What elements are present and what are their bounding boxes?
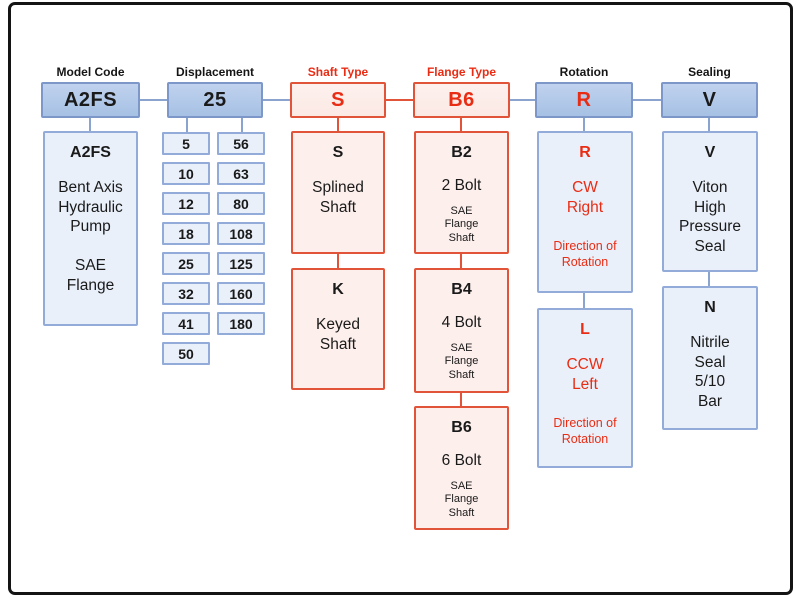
sealing-option-n-box: N Nitrile Seal 5/10 Bar <box>662 286 758 430</box>
header-box-shaft-type: S <box>290 82 386 118</box>
shaft-option-k-code: K <box>332 281 344 298</box>
flange-option-b6-code: B6 <box>451 419 472 436</box>
shaft-option-k-text: Keyed Shaft <box>316 316 360 353</box>
flange-option-b4-code: B4 <box>451 281 472 298</box>
outer-frame <box>8 2 793 595</box>
column-label-rotation: Rotation <box>559 65 609 79</box>
displacement-option-box: 41 <box>162 312 210 335</box>
connector-line <box>89 118 91 131</box>
connector-line <box>263 99 290 101</box>
connector-line <box>460 393 462 406</box>
model-code-detail-box: A2FS Bent Axis Hydraulic Pump SAE Flange <box>43 131 138 326</box>
flange-option-b6-subtext: SAE Flange Shaft <box>444 479 479 520</box>
displacement-option-box: 160 <box>217 282 265 305</box>
displacement-option-box: 32 <box>162 282 210 305</box>
displacement-value: 25 <box>203 88 227 111</box>
flange-option-b4-text: 4 Bolt <box>441 314 482 331</box>
rotation-value: R <box>576 88 592 111</box>
displacement-option-box: 12 <box>162 192 210 215</box>
column-label-sealing: Sealing <box>688 65 731 79</box>
column-label-flange-type: Flange Type <box>426 65 497 79</box>
connector-line <box>460 118 462 131</box>
flange-option-b4-box: B4 4 Bolt SAE Flange Shaft <box>414 268 509 393</box>
model-code-detail-code: A2FS <box>70 144 111 161</box>
model-code-detail-text: Bent Axis Hydraulic Pump SAE Flange <box>58 179 123 294</box>
shaft-option-k-box: K Keyed Shaft <box>291 268 385 390</box>
header-box-flange-type: B6 <box>413 82 510 118</box>
rotation-option-l-note: Direction of Rotation <box>553 416 617 447</box>
sealing-option-v-text: Viton High Pressure Seal <box>678 179 742 255</box>
displacement-option-box: 56 <box>217 132 265 155</box>
header-box-rotation: R <box>535 82 633 118</box>
shaft-type-value: S <box>331 88 345 111</box>
rotation-option-l-box: L CCW Left Direction of Rotation <box>537 308 633 468</box>
displacement-option-box: 25 <box>162 252 210 275</box>
displacement-option-box: 5 <box>162 132 210 155</box>
flange-option-b2-code: B2 <box>451 144 472 161</box>
header-box-displacement: 25 <box>167 82 263 118</box>
flange-option-b2-box: B2 2 Bolt SAE Flange Shaft <box>414 131 509 254</box>
sealing-option-v-box: V Viton High Pressure Seal <box>662 131 758 272</box>
sealing-value: V <box>702 88 717 111</box>
displacement-option-box: 63 <box>217 162 265 185</box>
connector-line <box>386 99 413 101</box>
displacement-option-box: 108 <box>217 222 265 245</box>
sealing-option-n-text: Nitrile Seal 5/10 Bar <box>690 334 730 410</box>
rotation-option-l-text: CCW Left <box>566 356 604 393</box>
header-box-model-code: A2FS <box>41 82 140 118</box>
connector-line <box>708 118 710 131</box>
sealing-option-n-code: N <box>704 299 716 316</box>
rotation-option-r-note: Direction of Rotation <box>553 239 617 270</box>
connector-line <box>708 272 710 286</box>
shaft-option-s-box: S Splined Shaft <box>291 131 385 254</box>
connector-line <box>140 99 167 101</box>
displacement-option-box: 80 <box>217 192 265 215</box>
flange-option-b4-subtext: SAE Flange Shaft <box>444 341 479 382</box>
shaft-option-s-code: S <box>332 144 344 161</box>
flange-option-b2-subtext: SAE Flange Shaft <box>444 204 479 245</box>
column-label-shaft-type: Shaft Type <box>307 65 369 79</box>
displacement-option-box: 180 <box>217 312 265 335</box>
displacement-option-box: 18 <box>162 222 210 245</box>
model-code-value: A2FS <box>63 88 118 111</box>
rotation-option-r-code: R <box>579 144 591 161</box>
rotation-option-r-box: R CW Right Direction of Rotation <box>537 131 633 293</box>
connector-line <box>633 99 661 101</box>
header-box-sealing: V <box>661 82 758 118</box>
displacement-option-box: 10 <box>162 162 210 185</box>
flange-type-value: B6 <box>448 88 475 111</box>
flange-option-b6-text: 6 Bolt <box>441 452 482 469</box>
flange-option-b2-text: 2 Bolt <box>441 177 482 194</box>
connector-line <box>337 254 339 268</box>
connector-line <box>510 99 535 101</box>
rotation-option-l-code: L <box>580 321 590 338</box>
sealing-option-v-code: V <box>704 144 716 161</box>
column-label-model-code: Model Code <box>56 65 125 79</box>
flange-option-b6-box: B6 6 Bolt SAE Flange Shaft <box>414 406 509 530</box>
connector-line <box>186 118 188 132</box>
displacement-option-box: 125 <box>217 252 265 275</box>
connector-line <box>460 254 462 268</box>
connector-line <box>583 293 585 308</box>
connector-line <box>337 118 339 131</box>
connector-line <box>241 118 243 132</box>
rotation-option-r-text: CW Right <box>566 179 604 216</box>
column-label-displacement: Displacement <box>175 65 255 79</box>
shaft-option-s-text: Splined Shaft <box>312 179 364 216</box>
displacement-option-box: 50 <box>162 342 210 365</box>
connector-line <box>583 118 585 131</box>
